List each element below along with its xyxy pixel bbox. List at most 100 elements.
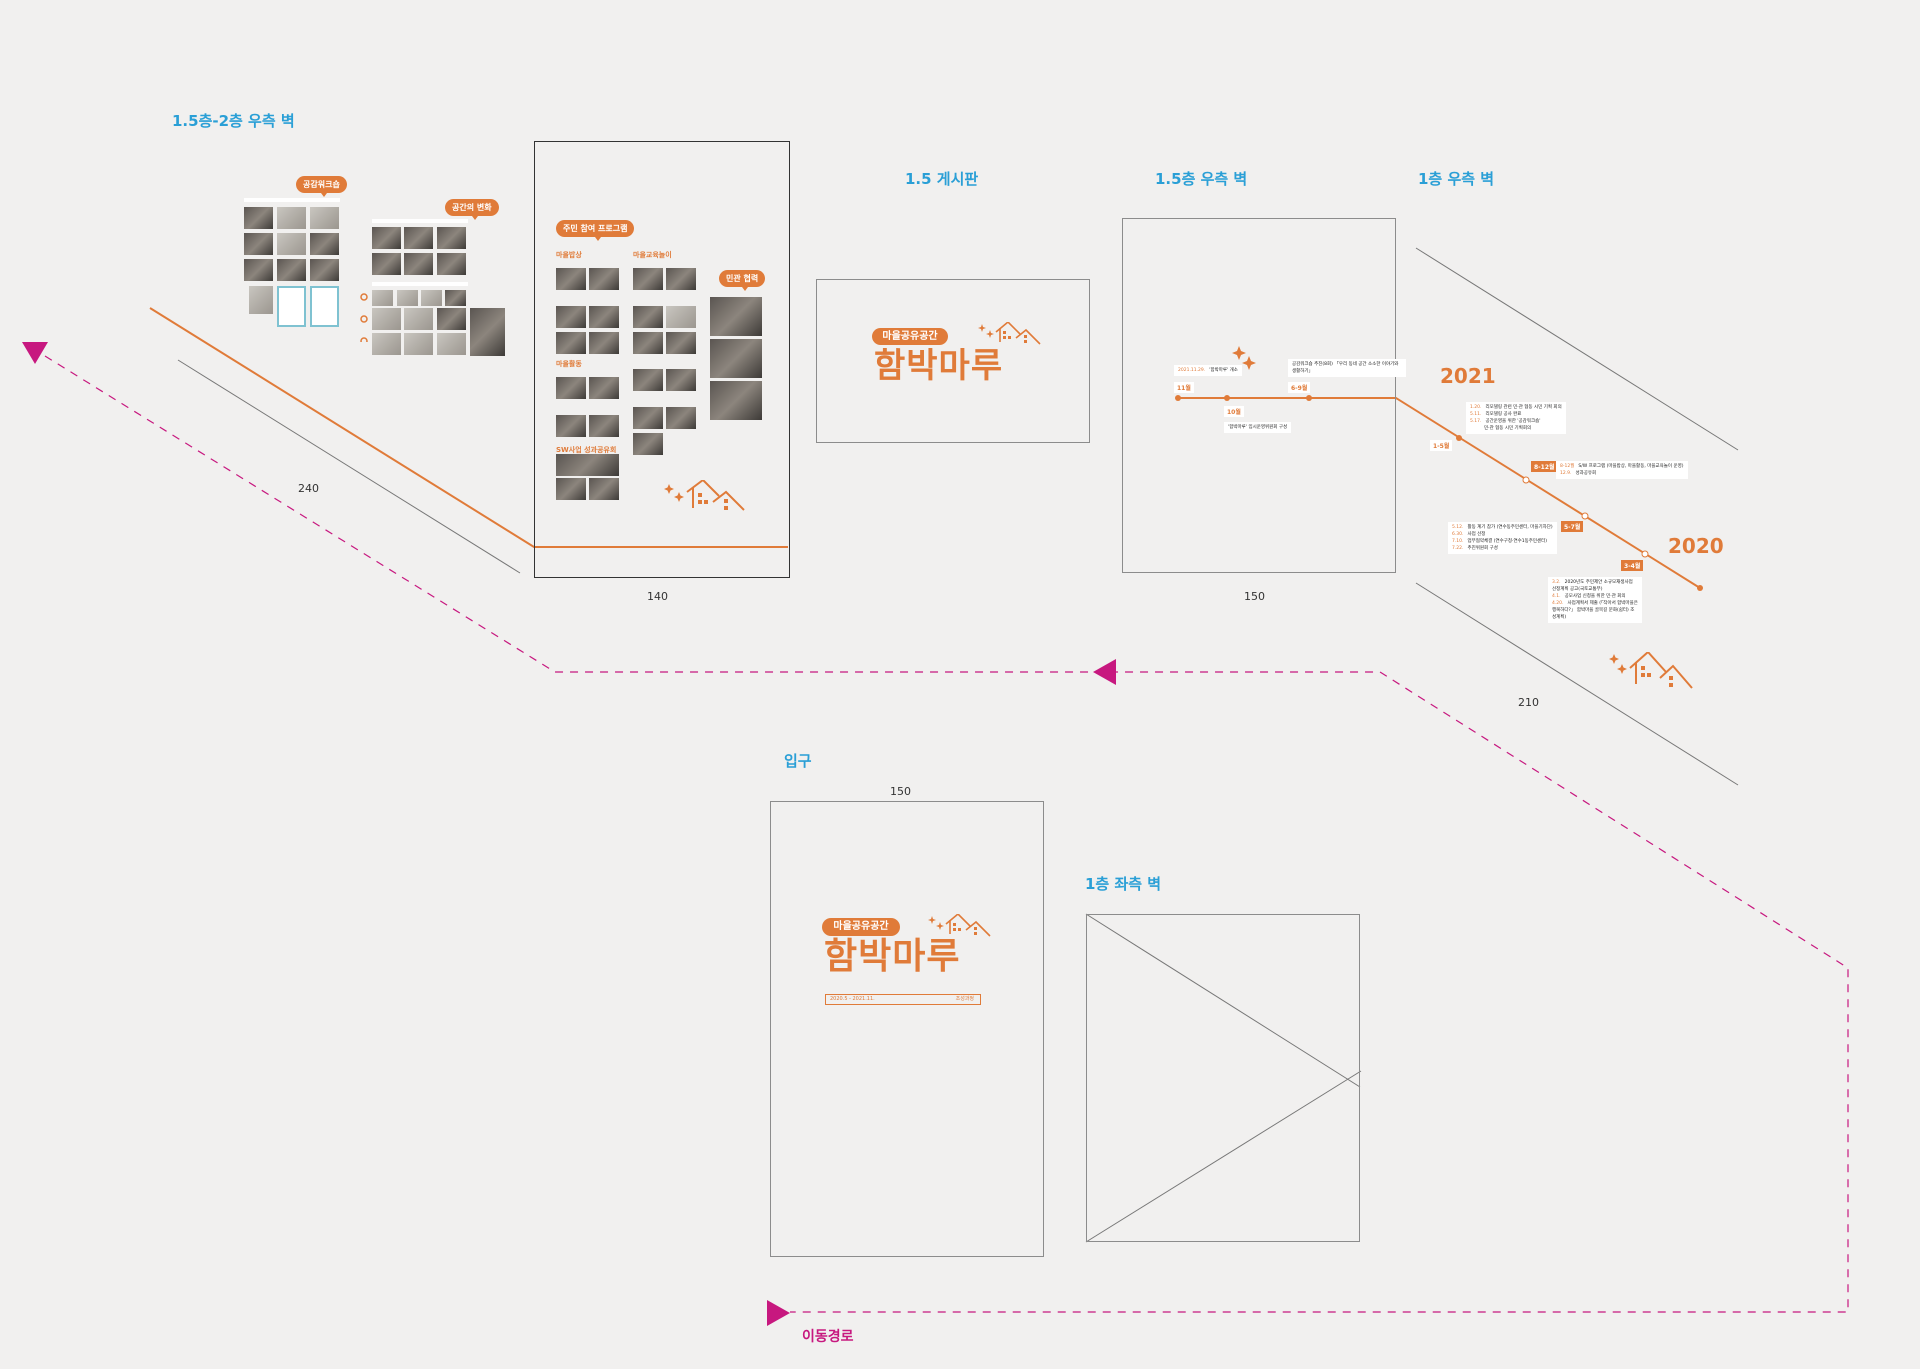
photo xyxy=(372,253,401,275)
houses-icon xyxy=(928,914,991,937)
photo xyxy=(437,253,466,275)
timeline-note: 7.10.업무협약체결 (연수구청·연수1동주민센터) xyxy=(1452,539,1548,544)
sub-strip xyxy=(372,219,468,223)
wall-guide-line xyxy=(1415,582,1739,786)
sub-strip xyxy=(372,282,468,286)
sub-strip xyxy=(244,198,340,202)
dimension-label: 140 xyxy=(647,590,668,603)
dimension-label: 150 xyxy=(1244,590,1265,603)
photo xyxy=(589,415,619,437)
timeline-note: 3.2.2020년도 주민제안 소규모재생사업 선정계획 공고(국토교통부) xyxy=(1552,580,1633,592)
sparkle-icon xyxy=(1232,346,1256,370)
photo xyxy=(589,377,619,399)
timeline-marker-label: 1-5월 xyxy=(1430,440,1453,451)
route-arrow-icon xyxy=(1093,659,1116,685)
photo xyxy=(421,290,442,306)
photo xyxy=(437,227,466,249)
timeline-dot xyxy=(1175,395,1181,401)
logo-tag: 마을공유공간 xyxy=(822,918,900,936)
space-change-bubble: 공간의 변화 xyxy=(445,199,499,220)
timeline-note-group: 3.2.2020년도 주민제안 소규모재생사업 선정계획 공고(국토교통부) 4… xyxy=(1548,577,1642,623)
logo-name: 함박마루 xyxy=(874,346,1004,386)
photo xyxy=(244,259,273,281)
board-frame xyxy=(816,279,1090,443)
timeline-dot xyxy=(1306,395,1312,401)
houses-icon xyxy=(978,322,1041,345)
dimension-label: 150 xyxy=(890,785,911,798)
route-label: 이동경로 xyxy=(802,1329,854,1345)
photo xyxy=(372,308,401,330)
poster xyxy=(277,286,306,327)
photo xyxy=(556,415,586,437)
timeline-note: 4.1.공모사업 신청을 위한 민·관 회의 xyxy=(1552,594,1626,599)
section-title-wall-1-left: 1층 좌측 벽 xyxy=(1085,875,1162,893)
photo xyxy=(633,332,663,354)
timeline-note: 5.17.공간운영을 위한 '공감워크숍' xyxy=(1470,419,1541,424)
route-path xyxy=(44,355,1849,1313)
photo xyxy=(244,233,273,255)
timeline-note: 5.12.활동 계기 참가 (연수동주민센터, 마을기자단) xyxy=(1452,525,1553,530)
timeline-note-group: 1.20.리모델링 관련 민·관 협동 시민 기획 회의 5.11.리모델링 공… xyxy=(1466,402,1566,434)
section-title-entrance: 입구 xyxy=(784,752,812,770)
logo-tag: 마을공유공간 xyxy=(872,328,948,345)
timeline-note: '함박마루' 임시운영위원회 구성 xyxy=(1224,422,1292,433)
program-group-label: 마을활동 xyxy=(556,360,582,368)
timeline-marker-label: 5-7월 xyxy=(1561,521,1584,532)
timeline-marker-label: 6-9월 xyxy=(1288,382,1311,393)
dimension-label: 210 xyxy=(1518,696,1539,709)
timeline-note: 공감워크숍 추진(8회) 「우리 동네 공간 소소한 이야기와 생활하기」 xyxy=(1288,359,1406,377)
resident-program-bubble: 주민 참여 프로그램 xyxy=(556,220,635,241)
photo xyxy=(633,268,663,290)
photo xyxy=(404,333,433,355)
placeholder-cross-line xyxy=(1085,1070,1362,1243)
photo xyxy=(666,407,696,429)
photo xyxy=(710,339,762,378)
timeline-note: 1.20.리모델링 관련 민·관 협동 시민 기획 회의 xyxy=(1470,405,1562,410)
program-group-label: 마을교육놀이 xyxy=(633,251,672,259)
photo xyxy=(372,290,393,306)
timeline-note: 12.9.성과공유회 xyxy=(1560,471,1597,476)
timeline-marker-label: 10월 xyxy=(1224,406,1244,417)
program-group-label: 마을밥상 xyxy=(556,251,582,259)
timeline-year: 2020 xyxy=(1668,534,1724,558)
wall-guide-line xyxy=(177,359,521,574)
photo xyxy=(277,233,306,255)
photo xyxy=(470,308,505,356)
network-bubble: 민관 협력 xyxy=(719,270,766,291)
photo xyxy=(666,306,696,328)
photo xyxy=(310,259,339,281)
photo xyxy=(556,306,586,328)
timeline-note: 2021.11.29.'함박마루' 개소 xyxy=(1174,365,1242,376)
section-title-wall-15-right: 1.5층 우측 벽 xyxy=(1155,170,1248,188)
photo xyxy=(589,478,619,500)
program-group-label: SW사업 성과공유회 xyxy=(556,446,617,454)
photo xyxy=(633,407,663,429)
entrance-frame xyxy=(770,801,1044,1257)
photo xyxy=(310,207,339,229)
poster xyxy=(310,286,339,327)
timeline-dot xyxy=(1697,585,1703,591)
dimension-label: 240 xyxy=(298,482,319,495)
section-title-wall-1-right: 1층 우측 벽 xyxy=(1418,170,1495,188)
timeline-dot xyxy=(1581,512,1589,520)
section-title-board-15: 1.5 게시판 xyxy=(905,170,979,188)
route-arrow-icon xyxy=(22,342,48,364)
photo xyxy=(633,369,663,391)
photo xyxy=(372,333,401,355)
photo xyxy=(437,308,466,330)
photo xyxy=(277,259,306,281)
bullet-markers xyxy=(360,293,368,342)
logo-process: 조성과정 xyxy=(955,996,974,1002)
photo xyxy=(556,377,586,399)
timeline-marker-label: 11월 xyxy=(1174,382,1194,393)
workshop-bubble: 공감워크숍 xyxy=(296,176,347,197)
timeline-note: 6.30.사업 선정 xyxy=(1452,532,1486,537)
photo xyxy=(633,306,663,328)
logo-hambakmaru: 마을공유공간 함박마루 2020.5 - 2021.11. 조성과정 xyxy=(822,914,994,1014)
logo-hambakmaru: 마을공유공간 함박마루 xyxy=(872,322,1042,402)
timeline-note: 4.20.사업계획서 제출 (「작아서 함박마을은 행복하다?」 함박마을 골목… xyxy=(1552,601,1638,620)
photo xyxy=(666,369,696,391)
timeline-dot xyxy=(1641,550,1649,558)
